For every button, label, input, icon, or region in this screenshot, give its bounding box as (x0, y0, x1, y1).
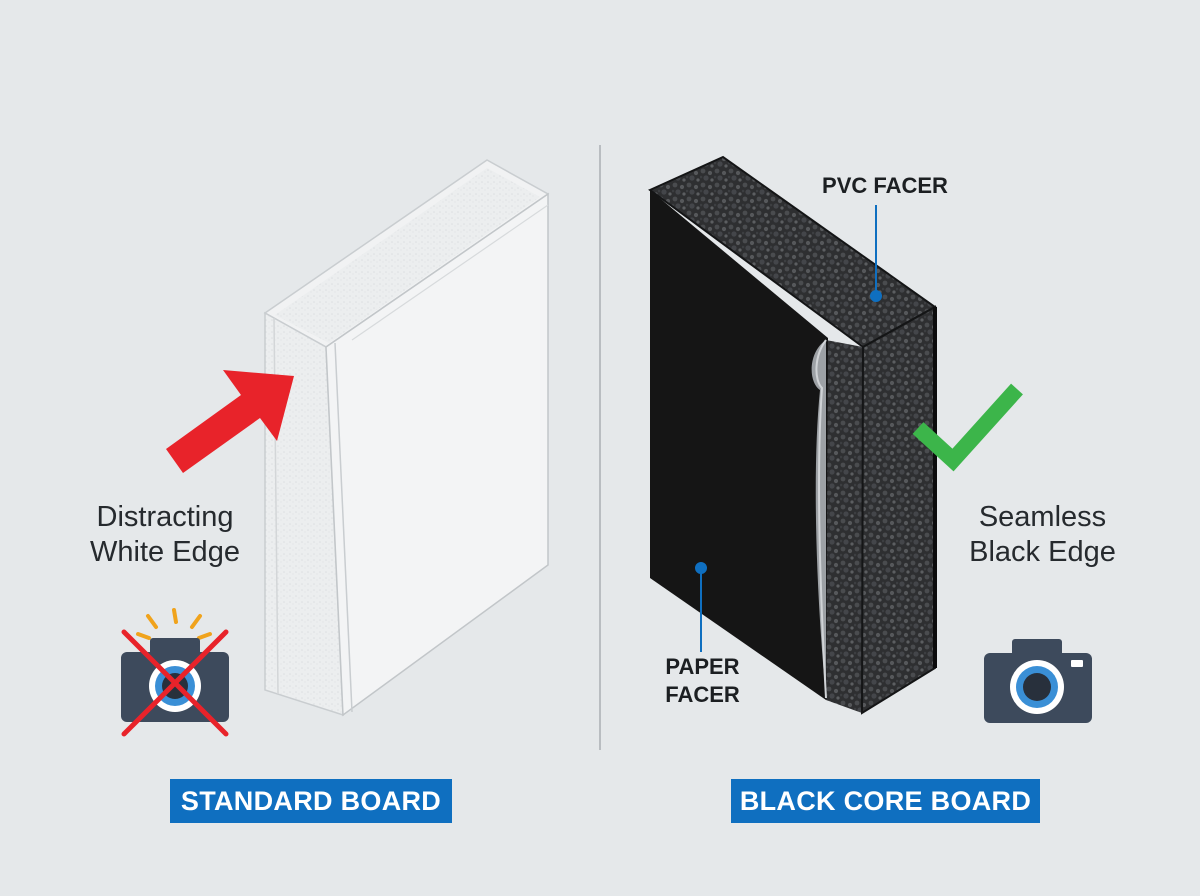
standard-board-badge: STANDARD BOARD (170, 779, 452, 823)
camera-icon (984, 639, 1092, 723)
checkmark-icon (912, 383, 1023, 472)
standard-caption-line2: White Edge (90, 536, 240, 568)
black-core-board-badge: BLACK CORE BOARD (731, 779, 1040, 823)
arrow-icon (166, 370, 294, 473)
pvc-facer-label: PVC FACER (822, 173, 948, 198)
black-caption-line2: Black Edge (969, 536, 1116, 568)
crossed-camera-icon (121, 608, 229, 737)
flash-icon (136, 608, 212, 640)
paper-facer-label-line2: FACER (665, 682, 740, 707)
cross-icon (121, 629, 229, 737)
standard-caption-line1: Distracting (96, 501, 234, 533)
paper-facer-label-line1: PAPER (665, 654, 740, 679)
callout-leaders (695, 205, 882, 652)
black-core-board (648, 155, 937, 715)
standard-board (263, 159, 550, 717)
black-caption-line1: Seamless (978, 501, 1107, 533)
